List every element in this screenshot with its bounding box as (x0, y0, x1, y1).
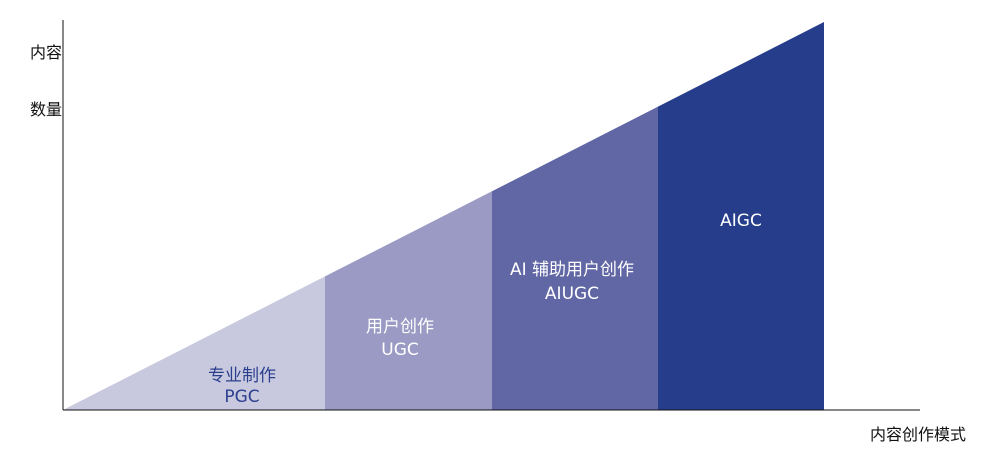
stage-segment-aiugc (492, 106, 658, 411)
stage-label-ugc-line1: 用户创作 (366, 317, 434, 337)
y-axis-label-line2: 数量 (30, 100, 62, 119)
stage-segment-ugc (325, 191, 492, 410)
stage-label-pgc-line1: 专业制作 (208, 366, 276, 386)
stage-segment-aigc (658, 22, 824, 410)
x-axis-label: 内容创作模式 (870, 425, 966, 444)
stage-label-ugc-line2: UGC (381, 340, 419, 360)
y-axis-label-line1: 内容 (30, 43, 62, 62)
stage-label-aigc-line1: AIGC (720, 211, 762, 231)
stage-segment-pgc (63, 276, 325, 410)
stage-label-pgc-line2: PGC (224, 387, 259, 407)
stage-label-aiugc-line1: AI 辅助用户创作 (510, 260, 634, 280)
stage-label-aiugc-line2: AIUGC (545, 284, 599, 304)
